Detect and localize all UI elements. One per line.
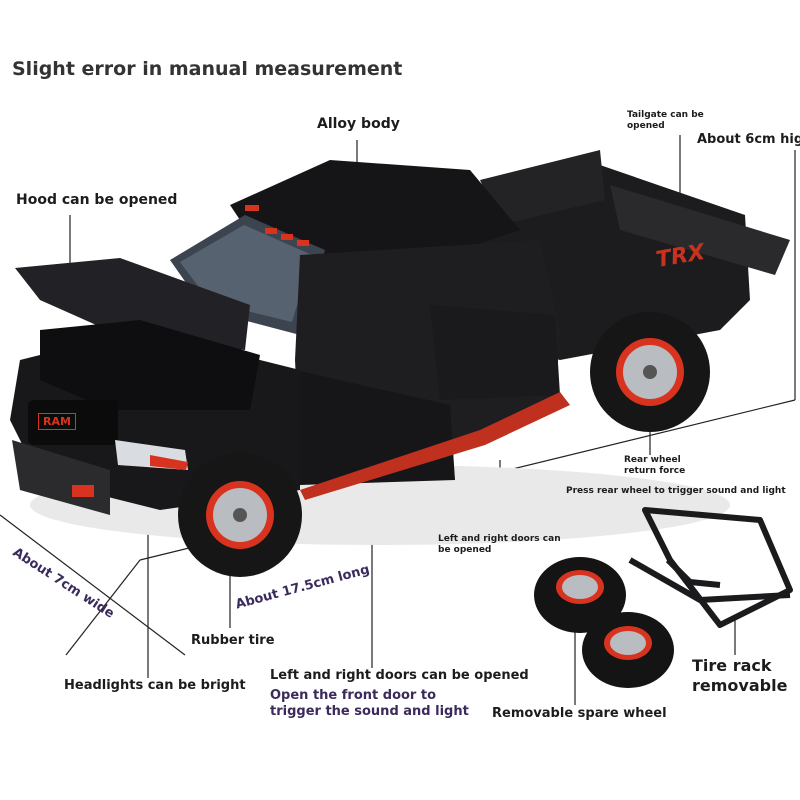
rubber-tire-label: Rubber tire [191,633,275,648]
spare-wheel-1 [534,557,626,633]
front-door-label: Open the front door to trigger the sound… [270,688,469,720]
tailgate-label: Tailgate can be opened [627,110,704,132]
headlights-label: Headlights can be bright [64,678,246,693]
spare-wheel-2 [582,612,674,688]
doors-label: Left and right doors can be opened [270,668,529,683]
tire-rack-label: Tire rack removable [692,656,788,695]
truck [10,150,790,545]
press-rear-wheel-label: Press rear wheel to trigger sound and li… [566,486,786,496]
page-title: Slight error in manual measurement [12,58,403,80]
doors-small-label: Left and right doors can be opened [438,534,561,556]
height-label: About 6cm high [697,132,800,147]
spare-wheel-label: Removable spare wheel [492,706,667,721]
front-wheel [178,453,302,577]
alloy-body-label: Alloy body [317,116,400,132]
ram-badge: RAM [38,413,76,430]
rear-wheel-label: Rear wheel return force [624,455,686,477]
width-line [0,514,186,656]
rear-wheel [590,312,710,432]
hood-label: Hood can be opened [16,192,178,208]
tire-rack [628,507,793,628]
